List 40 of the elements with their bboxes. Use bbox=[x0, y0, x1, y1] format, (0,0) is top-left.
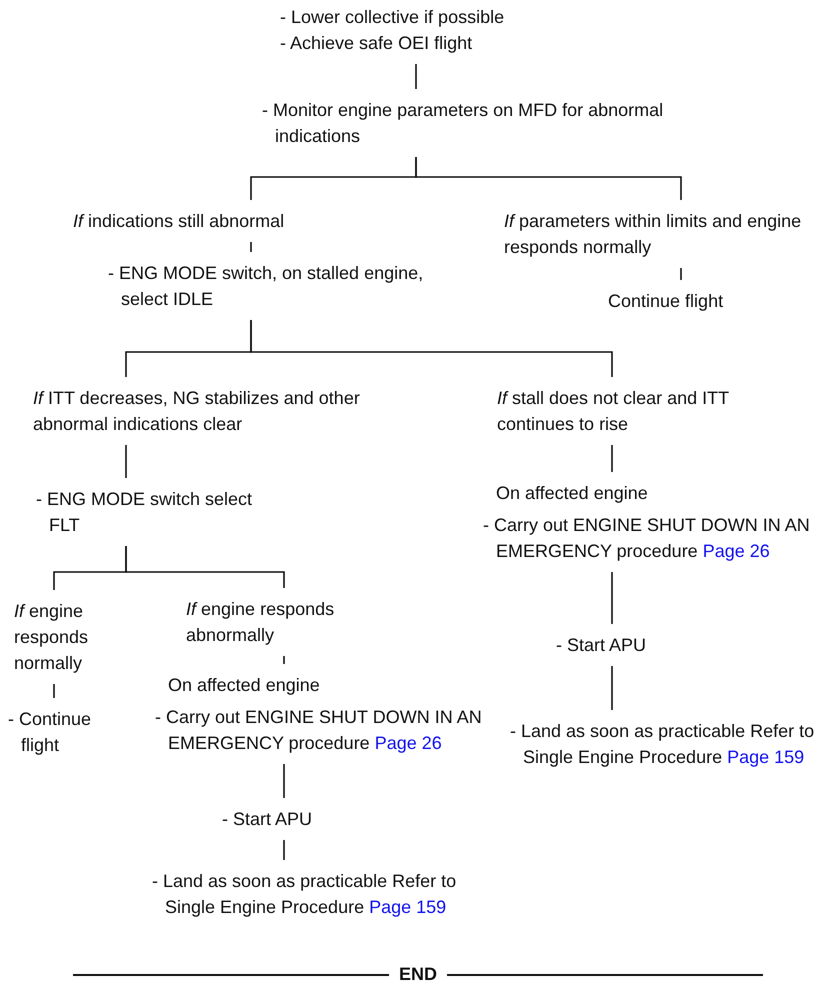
step-text: - Carry out ENGINE SHUT DOWN IN AN EMERGENCY procedure Page 26 bbox=[483, 514, 811, 563]
step-text: If engine responds abnormally bbox=[186, 598, 336, 647]
connector-line bbox=[250, 242, 252, 252]
step-text: If engine responds normally bbox=[14, 600, 90, 675]
connector-line bbox=[415, 64, 417, 89]
step-text: - ENG MODE switch, on stalled engine, select IDLE bbox=[108, 262, 424, 311]
connector-line bbox=[415, 157, 682, 200]
step-text: If indications still abnormal bbox=[73, 210, 286, 233]
connector-line bbox=[283, 656, 285, 664]
step-text: If ITT decreases, NG stabilizes and other abnormal indications clear bbox=[33, 387, 361, 436]
connector-line bbox=[125, 546, 285, 588]
connector-line bbox=[680, 268, 682, 280]
page-link: Page 26 bbox=[702, 541, 770, 561]
step-text: If stall does not clear and ITT continues to rise bbox=[497, 387, 730, 436]
step-text: On affected engine bbox=[494, 482, 649, 505]
end-label: END bbox=[399, 964, 438, 985]
page-link: Page 26 bbox=[374, 733, 442, 753]
connector-line bbox=[611, 572, 613, 624]
connector-line bbox=[250, 320, 613, 377]
connector-line bbox=[125, 445, 127, 478]
step-text: On affected engine bbox=[166, 674, 321, 697]
step-text: - Carry out ENGINE SHUT DOWN IN AN EMERGENCY procedure Page 26 bbox=[155, 706, 483, 755]
step-text: - Land as soon as practicable Refer to Single Engine Procedure Page 159 bbox=[510, 720, 816, 769]
step-text: - Lower collective if possible bbox=[280, 6, 506, 29]
step-text: - Continue flight bbox=[8, 708, 92, 757]
connector-line bbox=[283, 840, 285, 860]
connector-line bbox=[611, 445, 613, 472]
connector-line bbox=[611, 666, 613, 710]
step-text: - Start APU bbox=[556, 634, 648, 657]
step-text: - Achieve safe OEI flight bbox=[280, 32, 474, 55]
step-text: Continue flight bbox=[608, 290, 724, 313]
step-text: - Land as soon as practicable Refer to Single Engine Procedure Page 159 bbox=[152, 870, 458, 919]
page-link: Page 159 bbox=[369, 897, 446, 917]
step-text: - Start APU bbox=[222, 808, 314, 831]
step-text: If parameters within limits and engine responds normally bbox=[504, 210, 802, 259]
connector-line bbox=[53, 684, 55, 698]
connector-line bbox=[283, 764, 285, 798]
step-text: - Monitor engine parameters on MFD for abnormal indications bbox=[262, 99, 664, 148]
step-text: - ENG MODE switch select FLT bbox=[36, 488, 254, 537]
page-link: Page 159 bbox=[727, 747, 804, 767]
